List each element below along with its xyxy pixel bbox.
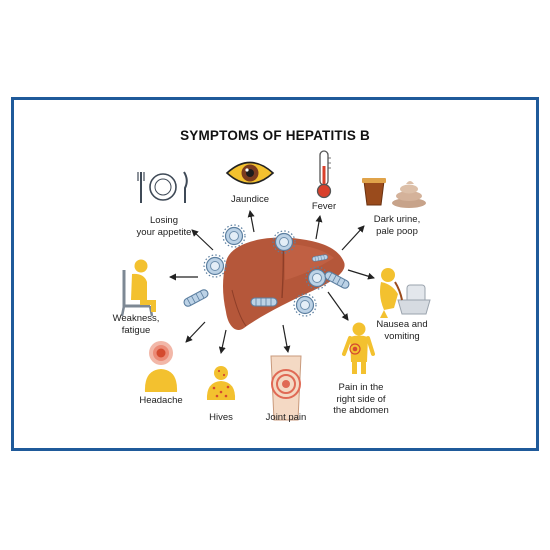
tired-person-icon bbox=[120, 259, 156, 317]
label-abdomen-pain: Pain in the right side of the abdomen bbox=[333, 382, 389, 416]
arrow-abdomen bbox=[327, 291, 349, 321]
arrow-dark-urine bbox=[341, 225, 365, 251]
arrow-hives bbox=[218, 329, 227, 354]
thermometer-icon bbox=[316, 150, 332, 199]
label-weakness: Weakness, fatigue bbox=[112, 313, 160, 336]
plate-cutlery-icon bbox=[137, 171, 188, 203]
virus-rod-icon bbox=[182, 287, 210, 309]
label-fever: Fever bbox=[311, 201, 337, 212]
label-dark-urine: Dark urine, pale poop bbox=[373, 214, 421, 237]
arrow-nausea bbox=[347, 269, 375, 280]
liver-icon bbox=[223, 237, 345, 331]
label-hives: Hives bbox=[209, 412, 233, 423]
vomiting-person-icon bbox=[380, 268, 431, 318]
virus-icon bbox=[222, 224, 246, 248]
label-appetite: Losing your appetite bbox=[136, 215, 192, 238]
knee-pain-icon bbox=[270, 355, 302, 421]
headache-person-icon bbox=[144, 341, 178, 392]
diagram-title: SYMPTOMS OF HEPATITIS B bbox=[180, 128, 370, 143]
label-joint-pain: Joint pain bbox=[265, 412, 307, 423]
abdominal-pain-icon bbox=[342, 322, 375, 374]
label-headache: Headache bbox=[139, 395, 183, 406]
arrow-appetite bbox=[191, 229, 214, 251]
label-jaundice: Jaundice bbox=[230, 194, 270, 205]
hives-person-icon bbox=[206, 366, 236, 400]
label-nausea: Nausea and vomiting bbox=[376, 319, 428, 342]
arrows bbox=[169, 210, 375, 354]
urine-and-stool-icon bbox=[362, 178, 426, 208]
arrow-fever bbox=[315, 215, 323, 240]
yellow-eye-icon bbox=[225, 161, 275, 185]
virus-icon bbox=[203, 254, 227, 278]
arrow-jaundice bbox=[247, 210, 255, 233]
arrow-headache bbox=[185, 321, 206, 343]
arrow-joint bbox=[282, 324, 291, 353]
virus-rod-icon bbox=[250, 297, 278, 307]
